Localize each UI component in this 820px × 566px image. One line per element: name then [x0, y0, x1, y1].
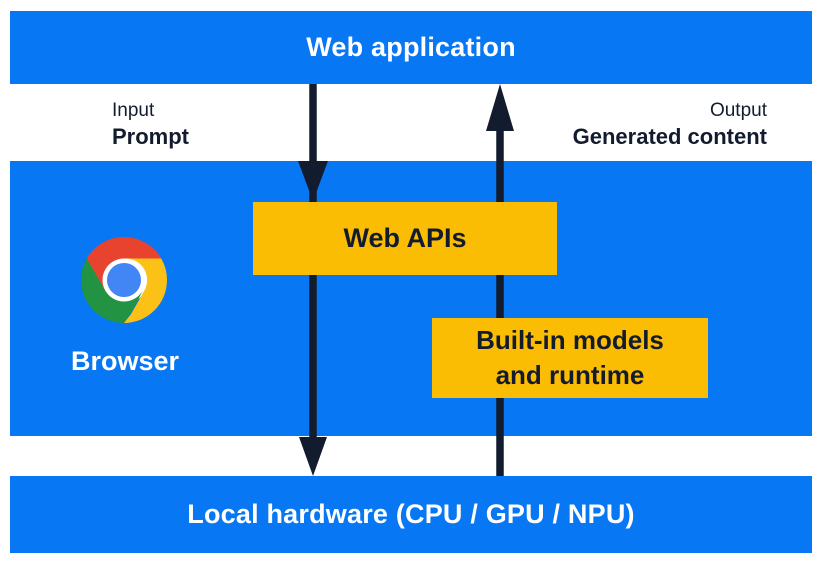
output-labels: Output Generated content [573, 99, 767, 150]
web-apis-box: Web APIs [253, 202, 557, 275]
input-caption: Input [112, 100, 155, 121]
arrowhead-up-icon [486, 84, 514, 131]
web-application-label: Web application [306, 32, 516, 62]
chrome-logo-icon [81, 236, 167, 324]
output-value-label: Generated content [572, 124, 767, 149]
local-hardware-label: Local hardware (CPU / GPU / NPU) [187, 499, 635, 529]
web-apis-label: Web APIs [343, 223, 467, 253]
builtin-models-label-line1: Built-in models [476, 325, 664, 355]
input-labels: Input Prompt [112, 99, 189, 150]
web-application-bar: Web application [10, 11, 812, 84]
browser-label: Browser [70, 346, 180, 376]
input-value-label: Prompt [112, 124, 189, 149]
builtin-models-box: Built-in models and runtime [432, 318, 708, 398]
local-hardware-bar: Local hardware (CPU / GPU / NPU) [10, 476, 812, 553]
arrowhead-down-icon [299, 437, 327, 476]
output-caption: Output [709, 100, 767, 121]
builtin-models-label-line2: and runtime [495, 360, 645, 390]
